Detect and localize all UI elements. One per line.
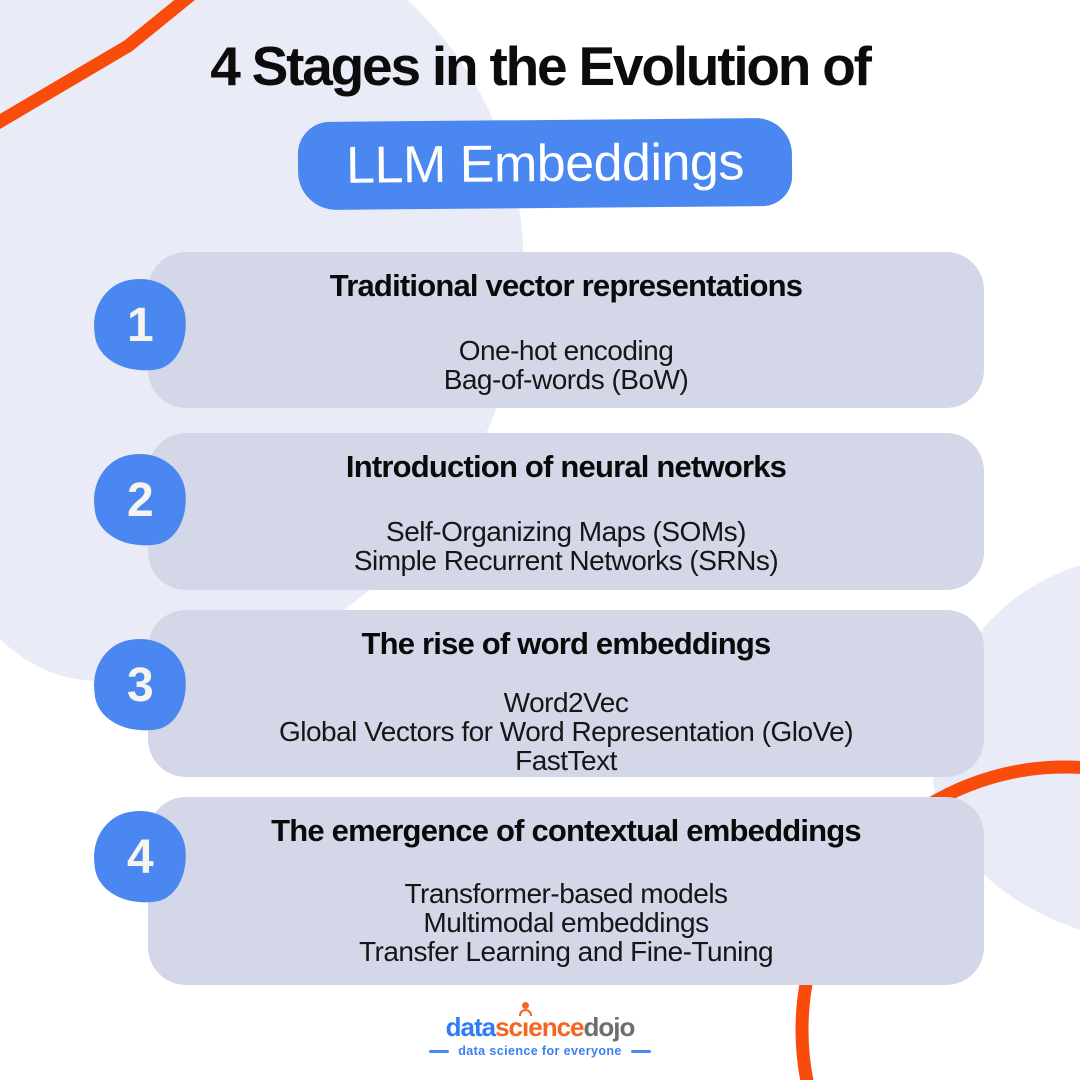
logo-word-science-end: ence <box>528 1012 584 1042</box>
tagline-dash-right <box>630 1049 651 1053</box>
pill-label: LLM Embeddings <box>345 133 745 195</box>
tagline: data science for everyone <box>458 1044 622 1058</box>
stage-item: Transformer-based models <box>404 878 728 909</box>
page-title: 4 Stages in the Evolution of <box>210 35 872 97</box>
stage-item: Global Vectors for Word Representation (… <box>278 716 854 747</box>
stage-number: 2 <box>126 473 154 527</box>
stage-title: Traditional vector representations <box>329 268 803 303</box>
stage-item: Transfer Learning and Fine-Tuning <box>358 936 774 967</box>
logo-word-science-start: sc <box>495 1012 523 1042</box>
stage-item: One-hot encoding <box>458 335 674 366</box>
stage-items: Word2Vec Global Vectors for Word Represe… <box>148 688 984 775</box>
logo-letter-i: ı <box>518 1002 532 1042</box>
stage-item: Simple Recurrent Networks (SRNs) <box>353 545 779 576</box>
stage-items: One-hot encoding Bag-of-words (BoW) <box>148 336 984 394</box>
stage-item: Word2Vec <box>503 687 629 718</box>
stage-card-1: Traditional vector representations One-h… <box>148 252 984 408</box>
stage-card-3: The rise of word embeddings Word2Vec Glo… <box>148 610 984 777</box>
stage-title: Introduction of neural networks <box>345 449 787 484</box>
logo-person-icon <box>521 1002 529 1009</box>
stage-number: 4 <box>126 830 154 884</box>
stage-number: 3 <box>126 658 154 712</box>
stage-card-2: Introduction of neural networks Self-Org… <box>148 433 984 590</box>
stage-item: Bag-of-words (BoW) <box>443 364 689 395</box>
logo-i-stem: ı <box>522 1012 529 1042</box>
logo-word-data: data <box>445 1012 496 1042</box>
logo-word-dojo: dojo <box>583 1012 636 1042</box>
stage-number: 1 <box>126 298 154 352</box>
stage-title: The emergence of contextual embeddings <box>271 813 862 848</box>
stage-items: Transformer-based models Multimodal embe… <box>148 879 984 966</box>
stage-card-4: The emergence of contextual embeddings T… <box>148 797 984 985</box>
stage-items: Self-Organizing Maps (SOMs) Simple Recur… <box>148 517 984 575</box>
logo-person-arms-icon <box>518 1009 532 1016</box>
title-highlight-pill: LLM Embeddings <box>297 117 793 211</box>
stage-title: The rise of word embeddings <box>361 626 771 661</box>
tagline-row: data science for everyone <box>0 1044 1080 1058</box>
tagline-dash-left <box>429 1049 450 1053</box>
stage-item: Multimodal embeddings <box>423 907 709 938</box>
stage-item: FastText <box>515 745 617 776</box>
stage-item: Self-Organizing Maps (SOMs) <box>386 516 746 547</box>
